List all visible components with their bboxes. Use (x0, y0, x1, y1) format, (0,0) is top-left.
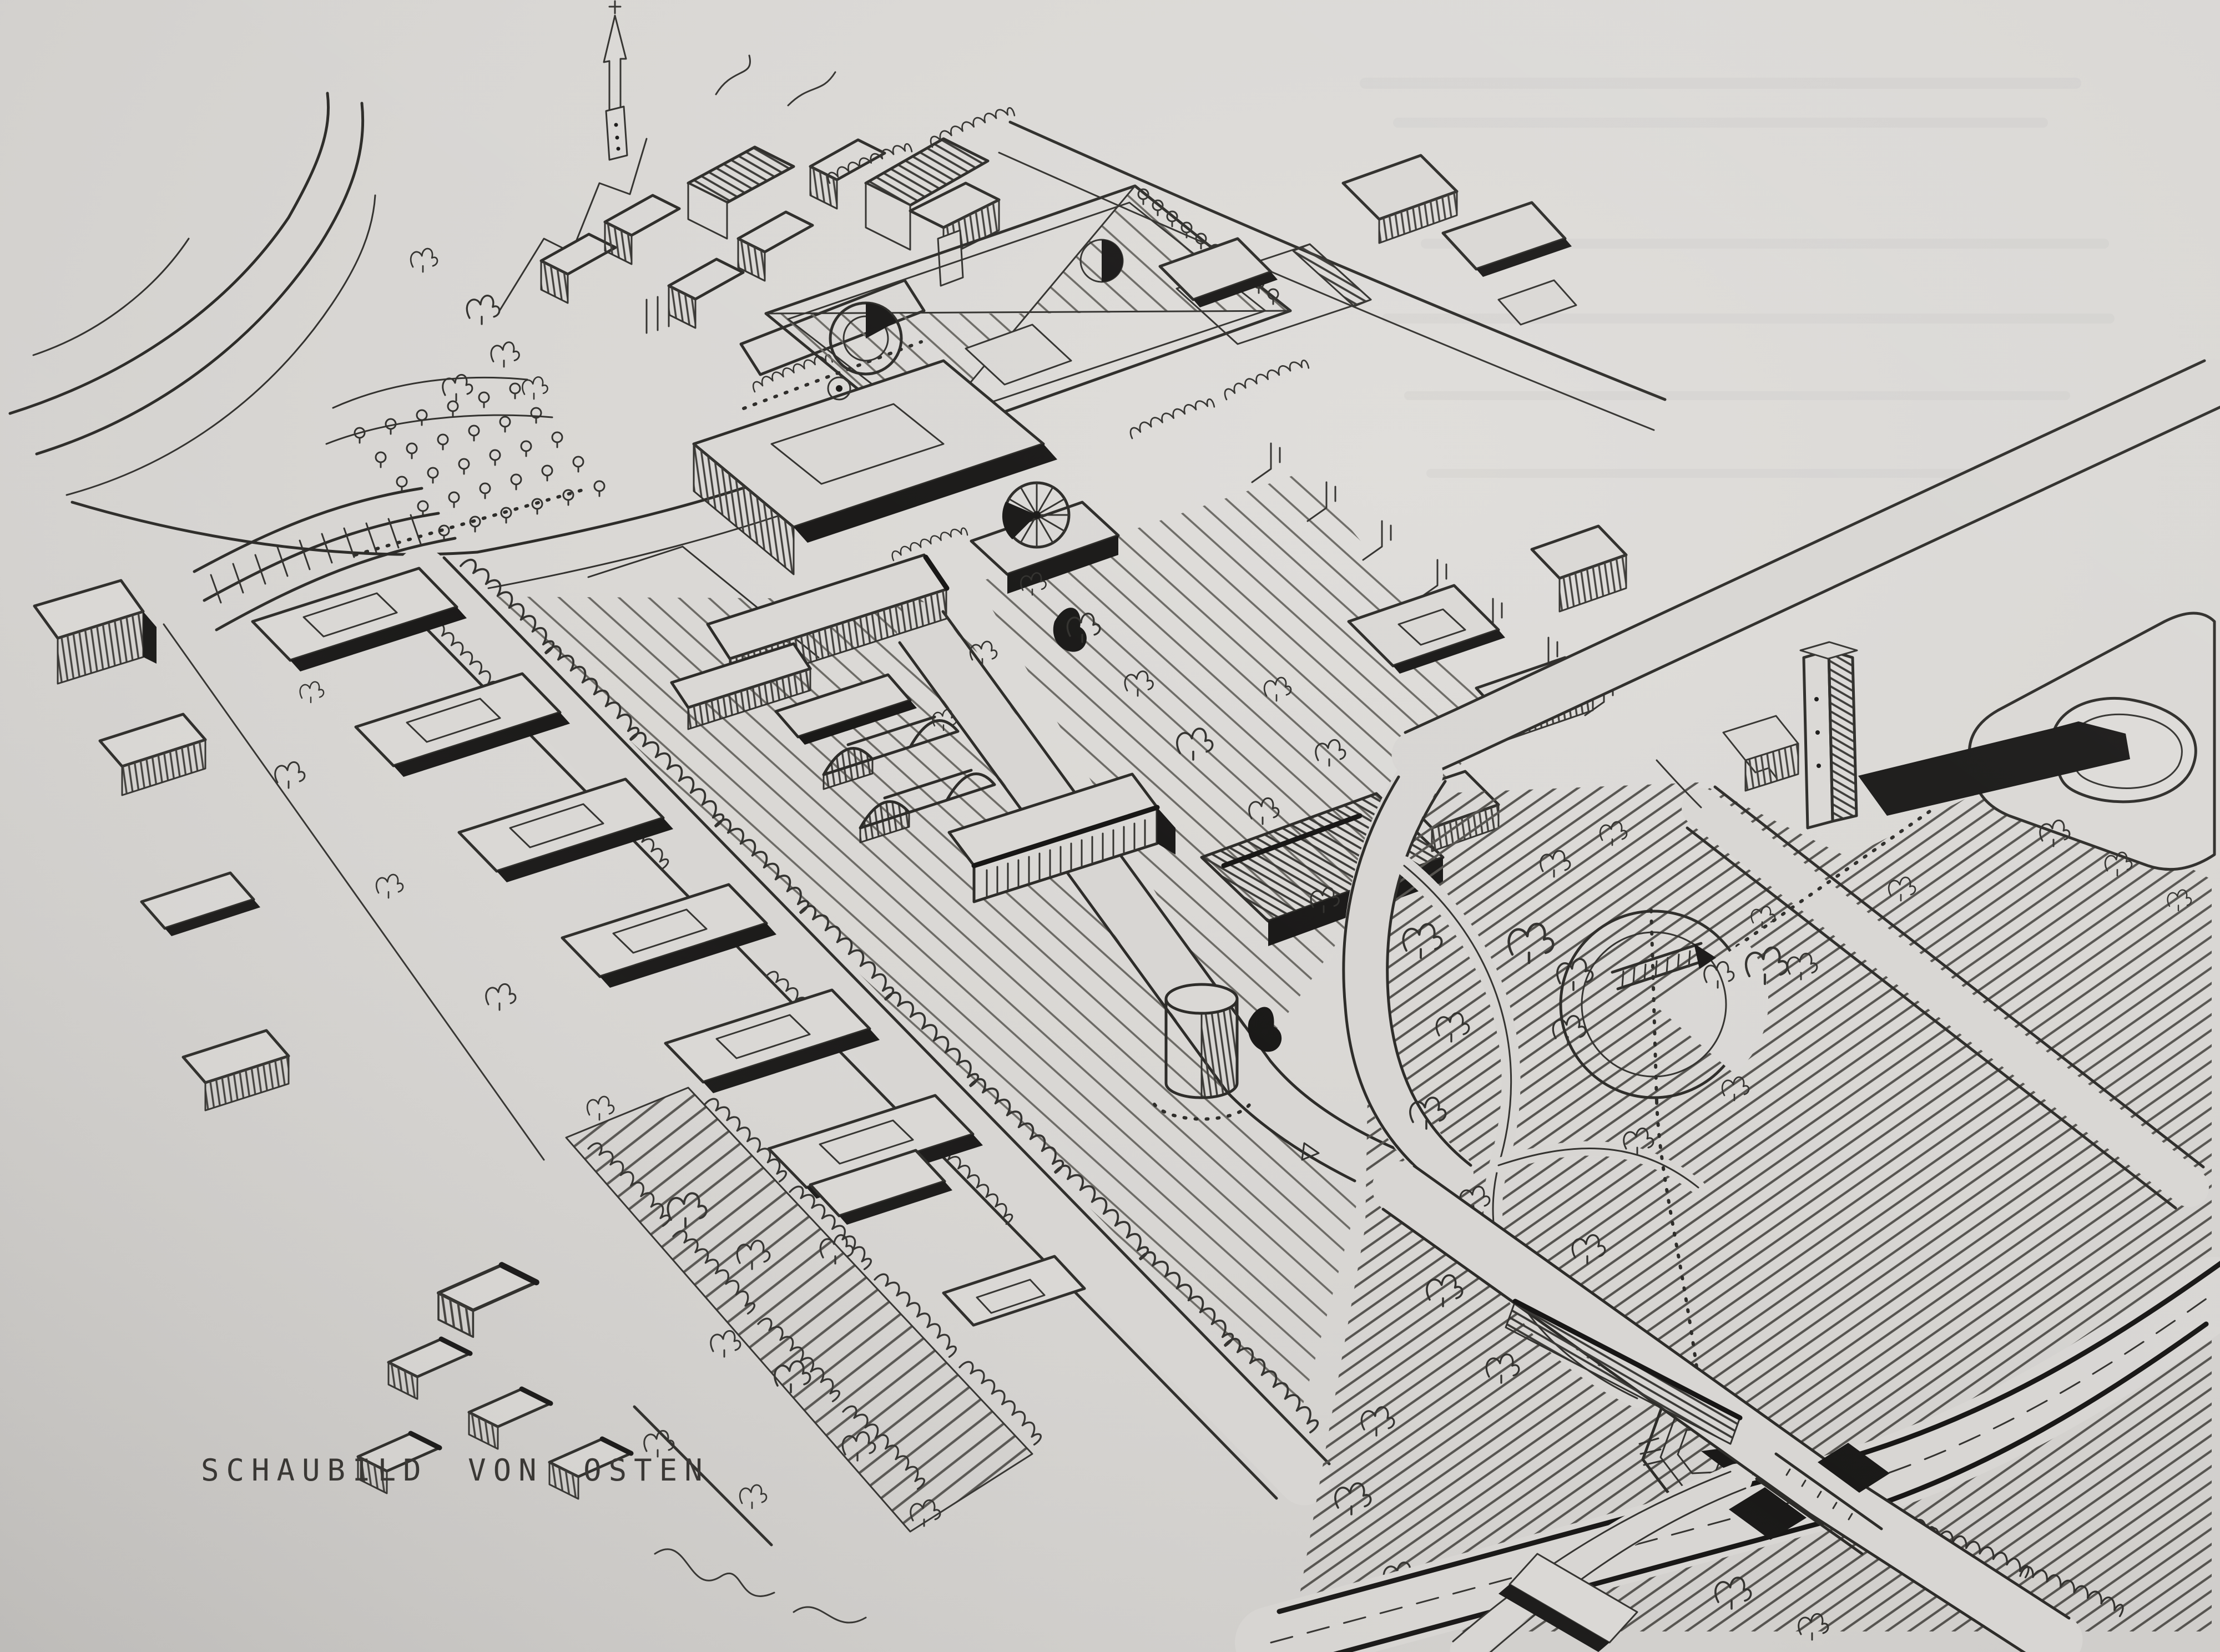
paper-vignette (0, 0, 2220, 1652)
schaubild-perspective-drawing: SCHAUBILD VON OSTEN (0, 0, 2220, 1652)
scanned-page: SCHAUBILD VON OSTEN (0, 0, 2220, 1652)
